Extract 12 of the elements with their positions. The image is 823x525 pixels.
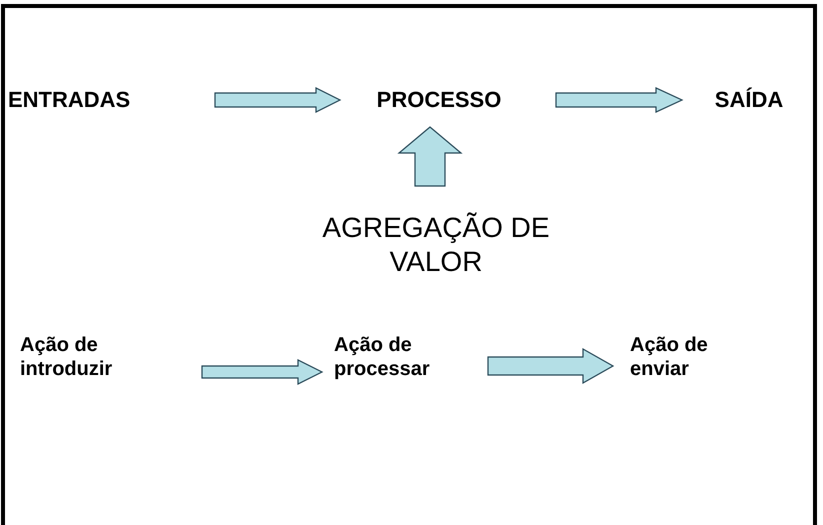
- node-label: SAÍDA: [714, 86, 784, 114]
- node-label: Ação de introduzir: [20, 333, 114, 381]
- block-arrow: [397, 126, 463, 187]
- node-label: PROCESSO: [376, 86, 502, 114]
- node-label: AGREGAÇÃO DE VALOR: [321, 211, 551, 279]
- node-label: ENTRADAS: [8, 86, 130, 114]
- block-arrow: [555, 87, 684, 113]
- block-arrow: [487, 348, 614, 384]
- block-arrow: [201, 359, 324, 385]
- node-label: Ação de enviar: [630, 333, 709, 381]
- node-label: Ação de processar: [334, 333, 431, 381]
- block-arrow: [214, 87, 342, 113]
